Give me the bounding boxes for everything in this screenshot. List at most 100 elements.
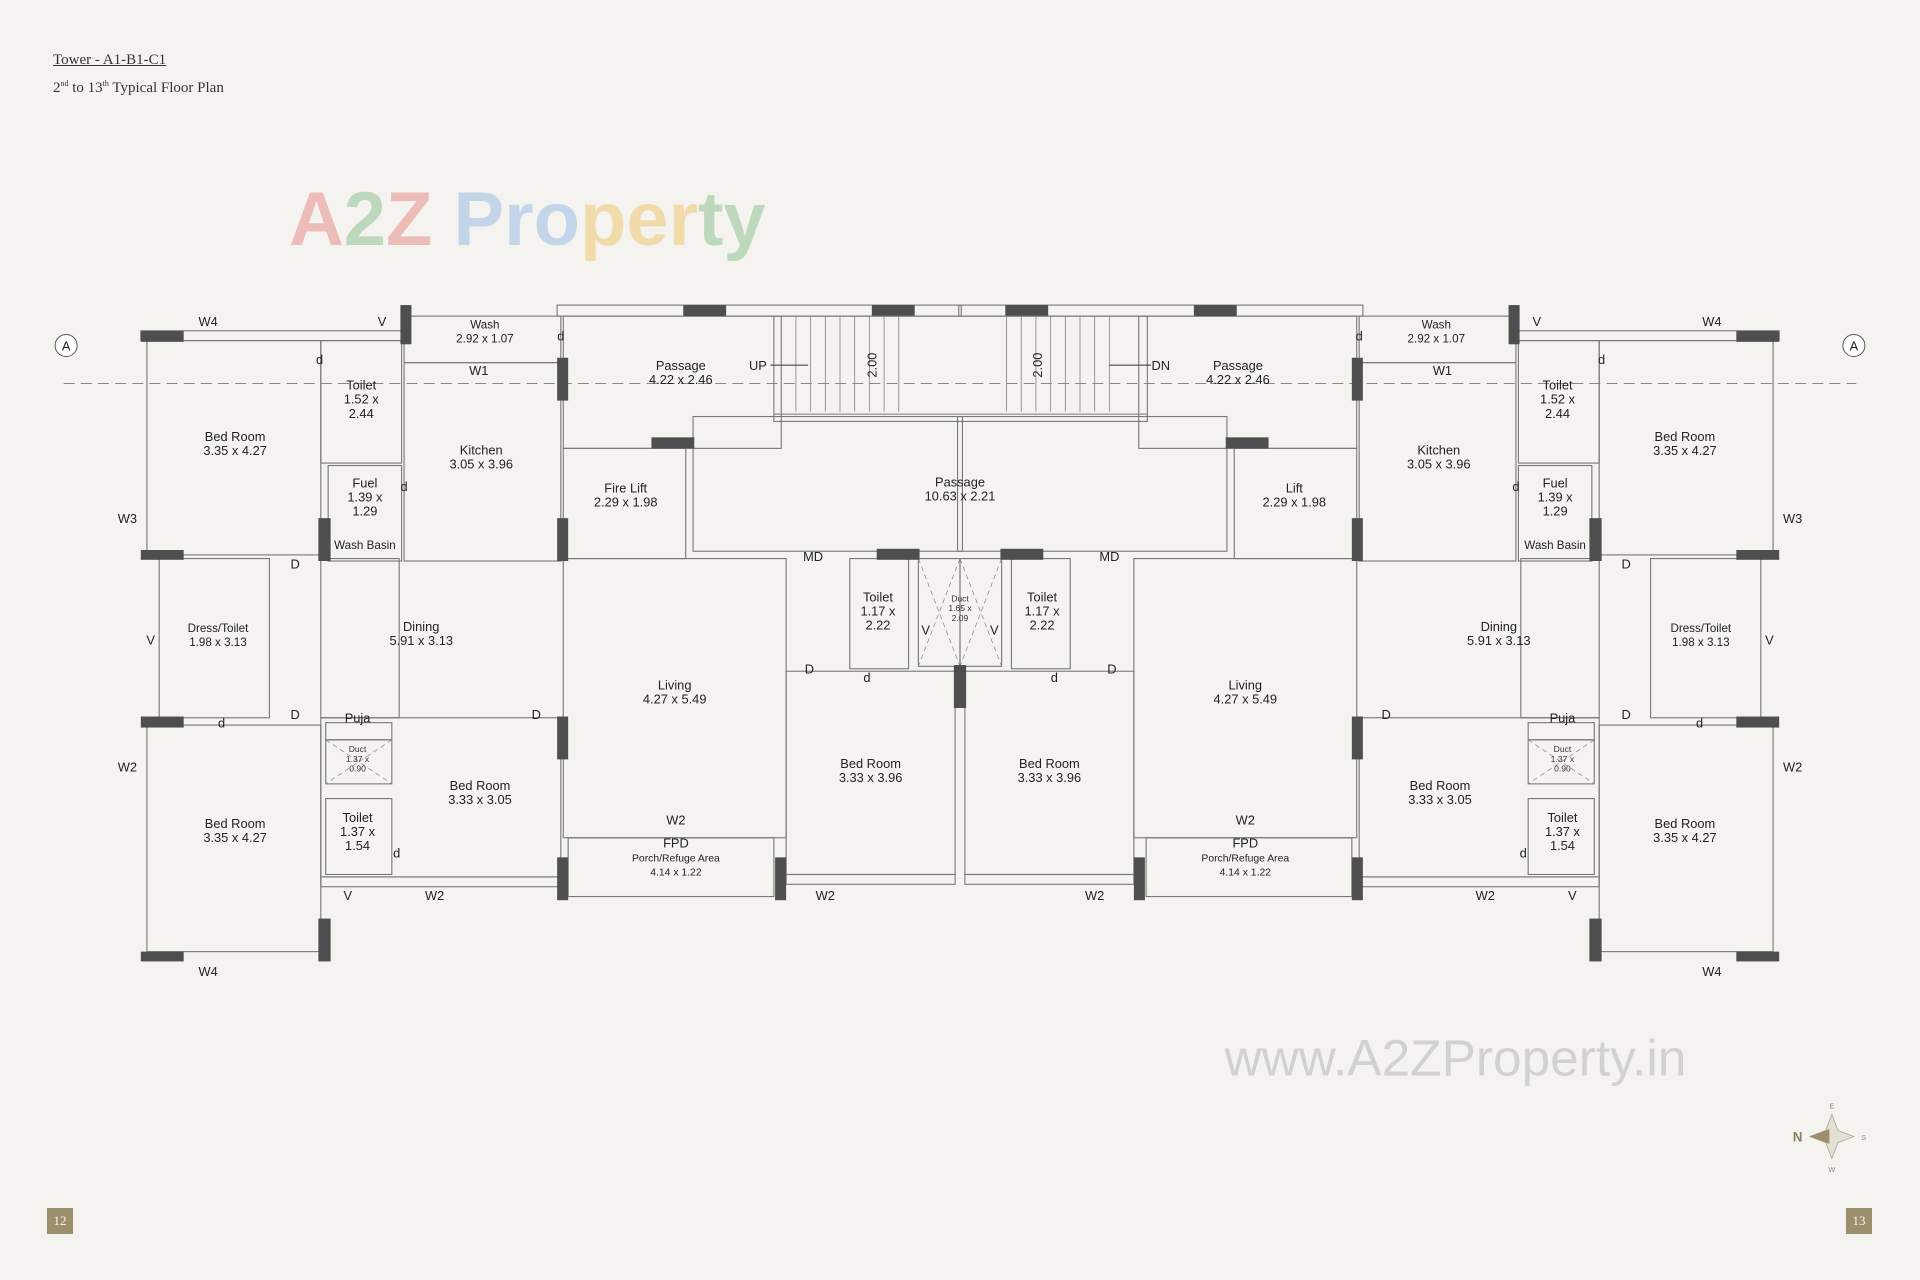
room-size: 1.37 x bbox=[340, 824, 376, 839]
room-size: 4.27 x 5.49 bbox=[643, 692, 707, 707]
wall bbox=[327, 464, 403, 562]
room-size: 2.29 x 1.98 bbox=[594, 495, 658, 510]
room-size: 1.17 x bbox=[1025, 604, 1061, 619]
right-wing bbox=[954, 304, 1780, 963]
room-size: 5.91 x 3.13 bbox=[389, 633, 453, 648]
section-marker-label: A bbox=[1850, 338, 1859, 353]
marker-w2: W2 bbox=[1783, 760, 1802, 775]
room-name: Passage bbox=[935, 474, 985, 489]
room-name: Kitchen bbox=[1417, 442, 1460, 457]
room-size2: 2.22 bbox=[1030, 618, 1055, 633]
room-name: FPD bbox=[663, 836, 689, 851]
subtitle-part: 2 bbox=[53, 80, 61, 96]
marker-w2: W2 bbox=[1236, 812, 1255, 827]
room-size: 3.33 x 3.96 bbox=[1018, 770, 1082, 785]
marker-w1: W1 bbox=[1433, 363, 1452, 378]
column bbox=[400, 305, 412, 345]
column bbox=[876, 548, 920, 560]
room-name: Wash Basin bbox=[1524, 539, 1586, 552]
marker-door-large: D bbox=[805, 662, 814, 677]
room-size: 4.27 x 5.49 bbox=[1214, 692, 1278, 707]
room-size: 3.33 x 3.05 bbox=[1408, 792, 1472, 807]
staircase bbox=[773, 315, 1148, 422]
column bbox=[318, 918, 331, 962]
column bbox=[557, 518, 569, 562]
room-name: Bed Room bbox=[1019, 756, 1080, 771]
room-label: Wash Basin bbox=[1524, 539, 1586, 552]
section-marker-label: A bbox=[62, 338, 71, 353]
marker-w1: W1 bbox=[469, 363, 488, 378]
duct-cross bbox=[325, 739, 393, 785]
room-size2: 1.29 bbox=[1543, 504, 1568, 519]
room-name: FPD bbox=[1232, 836, 1258, 851]
room-size: 3.05 x 3.96 bbox=[449, 457, 513, 472]
marker-w4: W4 bbox=[1702, 964, 1721, 979]
column bbox=[318, 518, 331, 562]
marker-door-small: d bbox=[401, 479, 408, 494]
room-name: Toilet bbox=[1543, 378, 1573, 393]
stair-width-label: 2.00 bbox=[865, 353, 880, 378]
marker-door-large: D bbox=[1107, 662, 1116, 677]
marker-v: V bbox=[990, 622, 999, 637]
room-size: 3.05 x 3.96 bbox=[1407, 457, 1471, 472]
room-name: Bed Room bbox=[450, 778, 511, 793]
column bbox=[775, 857, 787, 901]
room-size2: 1.54 bbox=[345, 838, 370, 853]
room-name: Toilet bbox=[346, 378, 376, 393]
wall bbox=[325, 798, 393, 876]
wall bbox=[320, 717, 562, 878]
wall bbox=[692, 415, 963, 552]
marker-door-small: d bbox=[1051, 670, 1058, 685]
marker-w2: W2 bbox=[816, 888, 835, 903]
room-size: 1.65 x bbox=[948, 603, 972, 613]
marker-door-small: d bbox=[1696, 716, 1703, 731]
room-name: Duct bbox=[951, 593, 969, 603]
room-label: Puja bbox=[1550, 711, 1577, 726]
room-name: Bed Room bbox=[205, 816, 266, 831]
room-size2: 1.29 bbox=[352, 504, 377, 519]
marker-door-large: D bbox=[532, 707, 541, 722]
room-size: 3.33 x 3.05 bbox=[448, 792, 512, 807]
wall bbox=[320, 558, 400, 719]
marker-door-small: d bbox=[863, 670, 870, 685]
marker-v: V bbox=[1765, 632, 1774, 647]
marker-dn: DN bbox=[1152, 358, 1171, 373]
room-name: Dining bbox=[403, 619, 439, 634]
room-size2: 0.90 bbox=[349, 764, 366, 774]
wall bbox=[320, 876, 562, 888]
watermark-layer: A2Z Property www.A2ZProperty.in bbox=[289, 177, 1686, 1086]
room-label: Wash Basin bbox=[334, 539, 396, 552]
room-size2: 4.14 x 1.22 bbox=[650, 868, 702, 879]
room-name: Dress/Toilet bbox=[188, 622, 249, 635]
stair-well bbox=[773, 315, 1148, 422]
room-label: Puja bbox=[345, 711, 372, 726]
page-number-left: 12 bbox=[47, 1208, 73, 1234]
column bbox=[557, 716, 569, 760]
room-size: 1.17 x bbox=[860, 604, 896, 619]
room-size2: 2.09 bbox=[952, 613, 969, 623]
wall bbox=[785, 873, 956, 885]
marker-door-large: D bbox=[1381, 707, 1390, 722]
wall bbox=[158, 558, 270, 719]
marker-door-small: d bbox=[316, 352, 323, 367]
room-name: Fuel bbox=[352, 476, 377, 491]
room-name: Bed Room bbox=[840, 756, 901, 771]
wall bbox=[403, 362, 562, 562]
room-name: Dining bbox=[1481, 619, 1517, 634]
marker-w3: W3 bbox=[118, 511, 137, 526]
room-name: Living bbox=[1229, 678, 1263, 693]
room-name: Bed Room bbox=[1655, 429, 1716, 444]
section-marker-icon bbox=[54, 333, 78, 358]
